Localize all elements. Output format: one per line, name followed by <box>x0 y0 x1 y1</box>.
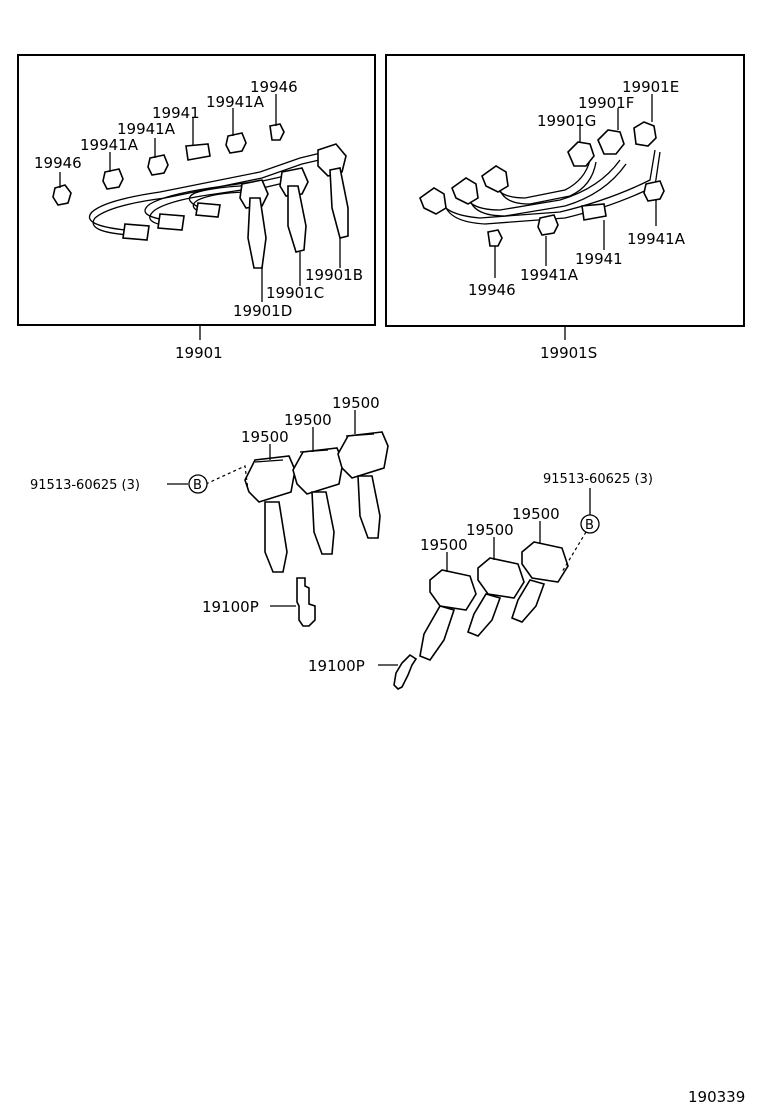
label-c1-19500-a: 19500 <box>241 428 289 446</box>
label-19941a-1: 19941A <box>80 136 139 154</box>
label-19901e: 19901E <box>622 78 679 96</box>
label-19946-left: 19946 <box>34 154 82 172</box>
label-19946-top: 19946 <box>250 78 298 96</box>
ref-marker-b-right <box>580 514 600 534</box>
label-19901f: 19901F <box>578 94 634 112</box>
label-plug-left: 19100P <box>202 598 259 616</box>
ref-marker-b-left-text: B <box>193 478 202 493</box>
label-19901s: 19901S <box>540 344 597 362</box>
coil-set-left <box>167 410 389 627</box>
label-plug-right: 19100P <box>308 657 365 675</box>
drawing-code: 190339 <box>688 1088 745 1106</box>
label-19941-left: 19941 <box>152 104 200 122</box>
wire-set-19901s <box>419 94 665 278</box>
label-19901c: 19901C <box>266 284 324 302</box>
label-c2-19500-a: 19500 <box>420 536 468 554</box>
label-19941a-2: 19941A <box>117 120 176 138</box>
label-19941a-4: 19941A <box>627 230 686 248</box>
ref-marker-b-right-text: B <box>585 518 594 533</box>
coil-set-right <box>378 488 591 690</box>
wire-set-19901 <box>52 94 349 302</box>
label-bolt-left: 91513-60625 (3) <box>30 478 140 493</box>
label-c2-19500-b: 19500 <box>466 521 514 539</box>
label-c1-19500-c: 19500 <box>332 394 380 412</box>
label-19941a-3: 19941A <box>206 93 265 111</box>
label-19941a-5: 19941A <box>520 266 579 284</box>
label-c2-19500-c: 19500 <box>512 505 560 523</box>
label-19901: 19901 <box>175 344 223 362</box>
ref-marker-b-left <box>188 474 208 494</box>
label-c1-19500-b: 19500 <box>284 411 332 429</box>
box-19901 <box>17 54 376 326</box>
label-19901d: 19901D <box>233 302 292 320</box>
label-19946-right: 19946 <box>468 281 516 299</box>
label-bolt-right: 91513-60625 (3) <box>543 472 653 487</box>
label-19901b: 19901B <box>305 266 363 284</box>
label-19941-right: 19941 <box>575 250 623 268</box>
label-19901g: 19901G <box>537 112 596 130</box>
